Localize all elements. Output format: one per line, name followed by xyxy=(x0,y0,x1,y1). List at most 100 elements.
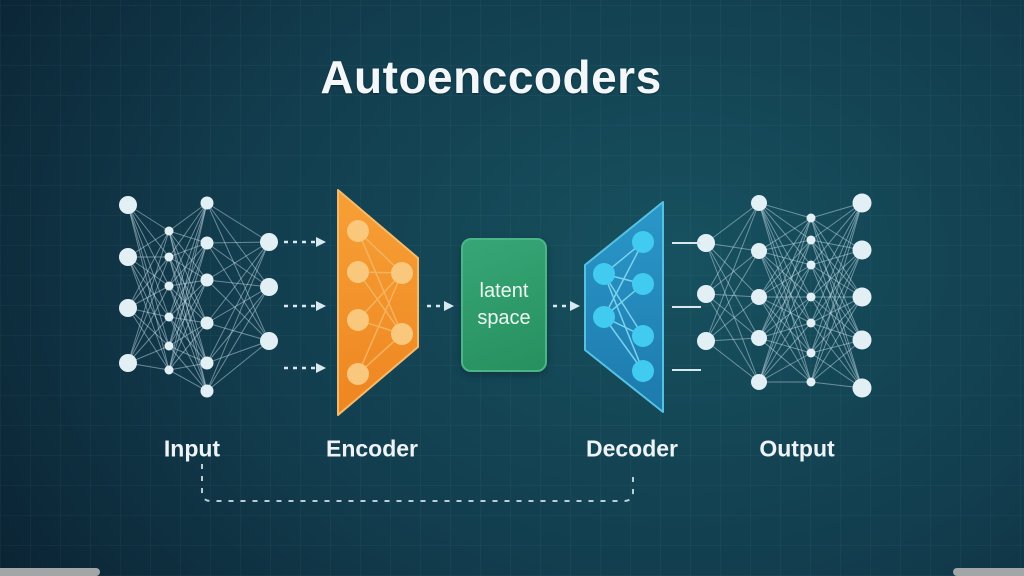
label-encoder: Encoder xyxy=(325,435,419,462)
label-output: Output xyxy=(759,435,835,462)
network-edge xyxy=(810,296,863,383)
network-node xyxy=(200,236,214,250)
network-edge xyxy=(168,202,208,232)
network-node xyxy=(806,318,816,328)
network-edge xyxy=(206,340,270,392)
network-node xyxy=(164,341,174,351)
network-node xyxy=(697,332,715,350)
encoder-node xyxy=(347,309,369,331)
network-node xyxy=(852,240,872,260)
network-edge xyxy=(127,204,170,347)
network-edge xyxy=(206,340,270,364)
decoder-node xyxy=(632,231,654,253)
encoder-block xyxy=(337,189,419,416)
network-node xyxy=(119,196,137,214)
network-node xyxy=(806,377,816,387)
network-edge xyxy=(705,202,760,342)
encoder-node xyxy=(347,220,369,242)
network-edge xyxy=(810,239,863,341)
video-progress-bar-left[interactable] xyxy=(0,568,100,576)
network-edge xyxy=(758,202,812,298)
decoder-edge xyxy=(603,273,644,372)
decoder-node xyxy=(632,325,654,347)
network-edge xyxy=(810,249,863,383)
encoder-edge xyxy=(357,271,403,335)
network-edge xyxy=(758,296,812,383)
network-edge xyxy=(810,264,863,389)
network-edge xyxy=(127,256,170,309)
network-edge xyxy=(758,202,812,219)
network-edge xyxy=(168,256,208,364)
network-edge xyxy=(206,241,270,324)
network-edge xyxy=(705,242,760,383)
network-edge xyxy=(810,322,863,389)
network-edge xyxy=(168,202,208,318)
network-edge xyxy=(758,217,812,383)
network-edge xyxy=(168,202,208,258)
network-node xyxy=(119,299,137,317)
network-node xyxy=(852,378,872,398)
network-edge xyxy=(168,322,208,371)
network-edge xyxy=(810,249,863,354)
encoder-edge xyxy=(357,272,403,375)
network-edge xyxy=(705,296,760,342)
slide-title: Autoenccoders xyxy=(320,51,662,103)
network-edge xyxy=(168,230,208,324)
network-node xyxy=(806,213,816,223)
network-node xyxy=(806,260,816,270)
network-edge xyxy=(168,256,208,281)
network-node xyxy=(806,292,816,302)
network-edge xyxy=(206,242,270,288)
decoder-edge xyxy=(603,316,644,372)
network-edge xyxy=(206,322,270,342)
encoder-trapezoid xyxy=(337,189,419,416)
network-edge xyxy=(127,256,170,347)
network-edge xyxy=(168,316,208,364)
network-node xyxy=(164,312,174,322)
network-edge xyxy=(810,249,863,298)
network-edge xyxy=(127,230,170,364)
network-edge xyxy=(206,286,270,392)
network-edge xyxy=(705,340,760,383)
network-node xyxy=(751,195,767,211)
network-edge xyxy=(206,202,270,342)
video-progress-bar-right[interactable] xyxy=(953,568,1024,576)
decoder-edge xyxy=(603,273,644,337)
network-edge xyxy=(810,202,863,324)
network-edge xyxy=(168,279,208,318)
network-edge xyxy=(127,307,170,347)
network-node xyxy=(852,330,872,350)
network-edge xyxy=(168,242,208,258)
network-edge xyxy=(758,239,812,252)
network-node xyxy=(200,384,214,398)
network-node xyxy=(697,285,715,303)
network-node xyxy=(200,273,214,287)
label-decoder: Decoder xyxy=(585,435,679,462)
network-edge xyxy=(810,296,863,324)
network-edge xyxy=(168,202,208,347)
decoder-node xyxy=(632,360,654,382)
encoder-node xyxy=(347,261,369,283)
network-edge xyxy=(127,256,170,318)
network-node xyxy=(200,316,214,330)
network-edge xyxy=(758,264,812,383)
network-edge xyxy=(758,217,812,298)
network-edge xyxy=(810,296,863,354)
network-edge xyxy=(206,241,270,244)
network-edge xyxy=(206,279,270,342)
network-edge xyxy=(810,202,863,241)
network-node xyxy=(806,348,816,358)
network-edge xyxy=(206,286,270,364)
network-node xyxy=(852,193,872,213)
decoder-node xyxy=(632,273,654,295)
network-edge xyxy=(127,307,170,371)
network-edge xyxy=(758,250,812,383)
label-input: Input xyxy=(163,435,221,462)
network-node xyxy=(806,235,816,245)
network-edge xyxy=(168,202,208,371)
network-edge xyxy=(206,286,270,324)
network-edge xyxy=(168,285,208,324)
network-edge xyxy=(758,239,812,383)
network-edge xyxy=(758,337,812,383)
